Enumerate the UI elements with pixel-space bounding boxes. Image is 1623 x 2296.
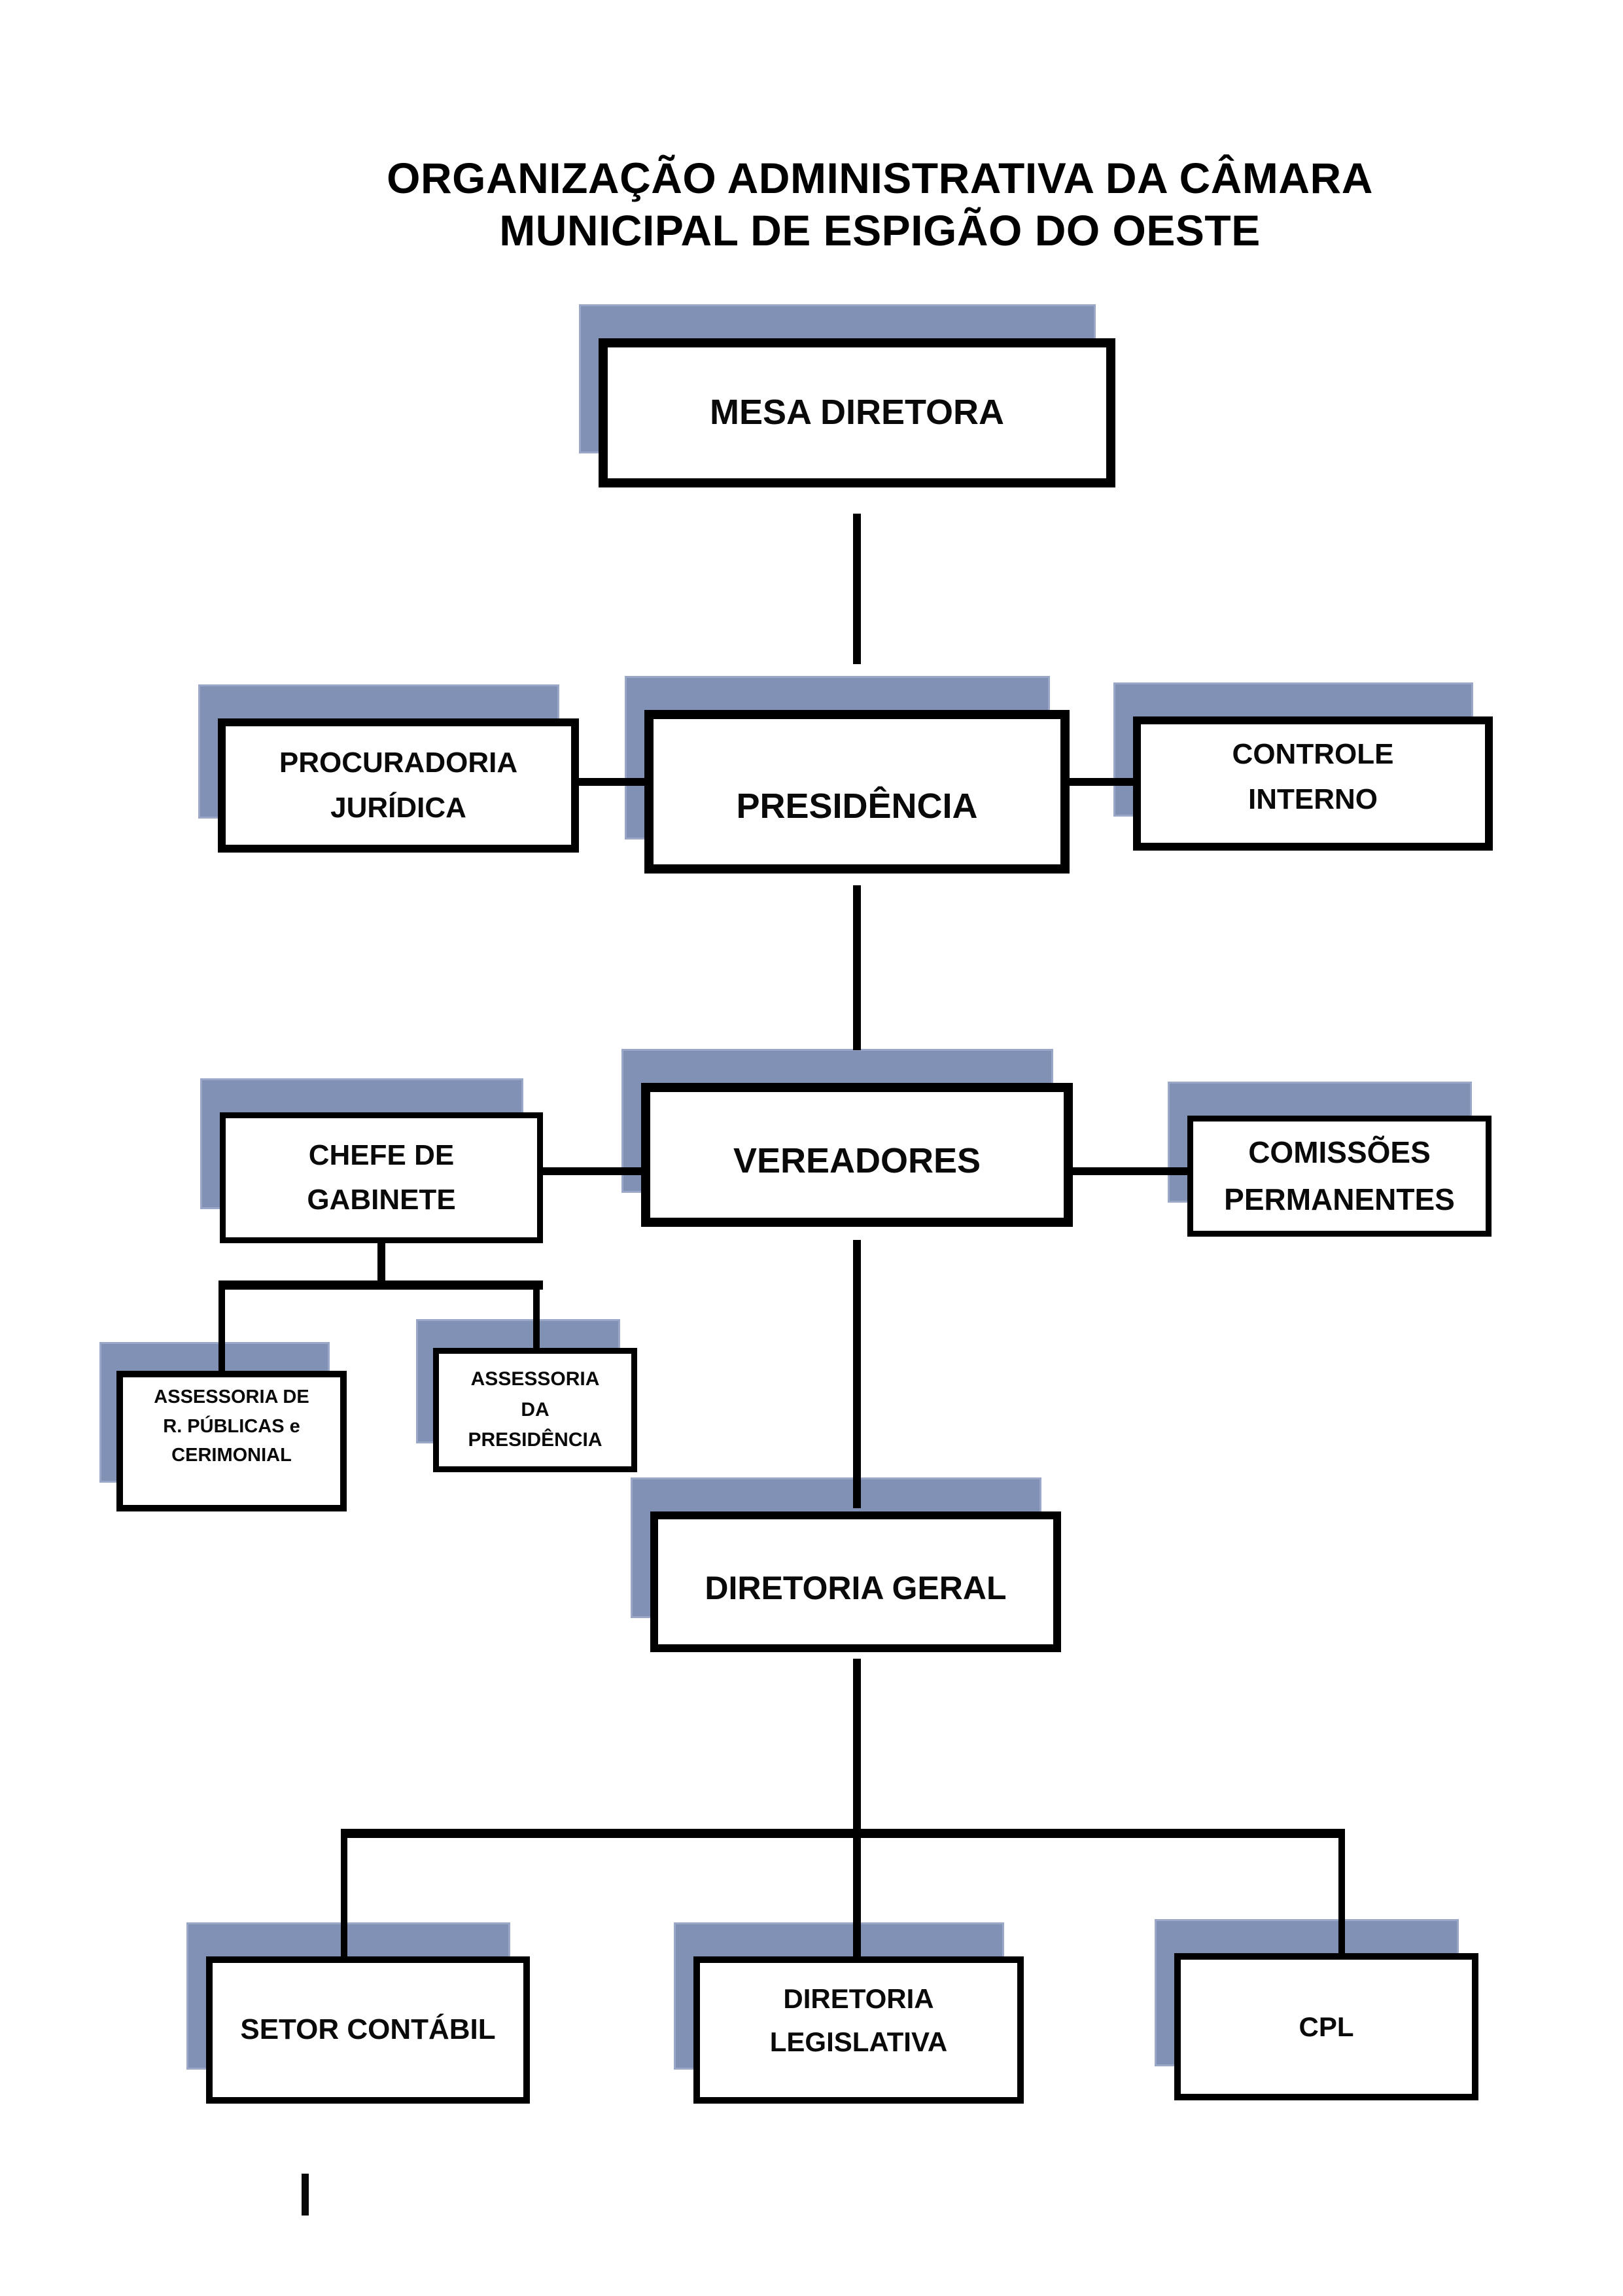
node-label: CONTROLE (1232, 738, 1394, 771)
node-box: ASSESSORIA DA PRESIDÊNCIA (433, 1348, 637, 1472)
node-label: CHEFE DE (308, 1139, 455, 1171)
node-assessoria-de-r-publicas-e-cerimonial: ASSESSORIA DE R. PÚBLICAS e CERIMONIAL (99, 1342, 347, 1511)
node-label: R. PÚBLICAS e (163, 1415, 300, 1437)
connector-procuradoria-presidencia (579, 778, 644, 786)
node-vereadores: VEREADORES (621, 1049, 1073, 1227)
node-label: DIRETORIA (783, 1983, 934, 2015)
node-label: JURÍDICA (330, 791, 466, 824)
node-label: LEGISLATIVA (769, 2026, 948, 2057)
node-label: CERIMONIAL (171, 1445, 292, 1466)
connector-bottom-split (341, 1829, 1345, 1838)
node-box: PROCURADORIA JURÍDICA (218, 718, 579, 853)
node-label: GABINETE (307, 1184, 456, 1216)
connector-presidencia-vereadores (853, 885, 861, 1050)
node-label: ASSESSORIA DE (154, 1386, 309, 1407)
node-diretoria-geral: DIRETORIA GERAL (631, 1477, 1061, 1652)
node-box: COMISSÕES PERMANENTES (1187, 1116, 1492, 1237)
node-label: MESA DIRETORA (709, 393, 1005, 433)
node-label: PERMANENTES (1224, 1182, 1455, 1216)
node-box: PRESIDÊNCIA (644, 710, 1070, 874)
node-box: ASSESSORIA DE R. PÚBLICAS e CERIMONIAL (116, 1371, 347, 1511)
node-box: SETOR CONTÁBIL (206, 1956, 530, 2104)
node-procuradoria-juridica: PROCURADORIA JURÍDICA (198, 684, 579, 853)
connector-drop-setor-contabil (341, 1829, 347, 1956)
connector-drop-cpl (1338, 1829, 1345, 1954)
node-label: DA (521, 1398, 550, 1421)
node-label: ASSESSORIA (470, 1368, 600, 1390)
node-box: MESA DIRETORA (599, 338, 1115, 487)
node-setor-contabil: SETOR CONTÁBIL (186, 1922, 530, 2104)
stray-mark (302, 2174, 309, 2216)
page-title-line-1: ORGANIZAÇÃO ADMINISTRATIVA DA CÂMARA (387, 154, 1373, 202)
node-box: CPL (1174, 1953, 1478, 2100)
node-chefe-de-gabinete: CHEFE DE GABINETE (200, 1078, 543, 1243)
node-label: PROCURADORIA (279, 747, 518, 779)
node-box: VEREADORES (641, 1083, 1073, 1227)
connector-vereadores-diretoria-geral (853, 1240, 861, 1508)
node-mesa-diretora: MESA DIRETORA (579, 304, 1115, 487)
connector-chefe-stem (377, 1243, 385, 1286)
node-box: DIRETORIA LEGISLATIVA (693, 1956, 1024, 2104)
node-box: CHEFE DE GABINETE (220, 1112, 543, 1243)
node-label: PRESIDÊNCIA (736, 786, 978, 826)
node-diretoria-legislativa: DIRETORIA LEGISLATIVA (674, 1922, 1024, 2104)
node-label: VEREADORES (733, 1141, 981, 1181)
node-label: CPL (1299, 2011, 1354, 2042)
node-presidencia: PRESIDÊNCIA (625, 676, 1070, 874)
node-box: DIRETORIA GERAL (650, 1511, 1061, 1652)
connector-vereadores-comissoes (1073, 1167, 1187, 1175)
node-label: SETOR CONTÁBIL (240, 2013, 496, 2046)
page-title-line-2: MUNICIPAL DE ESPIGÃO DO OESTE (499, 206, 1261, 255)
node-label: INTERNO (1248, 783, 1378, 815)
node-cpl: CPL (1155, 1919, 1478, 2100)
node-assessoria-da-presidencia: ASSESSORIA DA PRESIDÊNCIA (416, 1319, 637, 1472)
connector-chefe-vereadores (543, 1167, 641, 1175)
connector-mesa-presidencia (853, 514, 861, 664)
node-comissoes-permanentes: COMISSÕES PERMANENTES (1168, 1082, 1492, 1237)
connector-drop-assessoria-presidencia (533, 1280, 540, 1351)
connector-chefe-split (218, 1280, 543, 1290)
node-label: COMISSÕES (1248, 1135, 1431, 1170)
node-box: CONTROLE INTERNO (1133, 716, 1493, 851)
connector-presidencia-controle-interno (1070, 778, 1133, 786)
page-title: ORGANIZAÇÃO ADMINISTRATIVA DA CÂMARA MUN… (226, 152, 1534, 256)
node-label: DIRETORIA GERAL (705, 1569, 1007, 1606)
node-controle-interno: CONTROLE INTERNO (1113, 682, 1493, 851)
connector-diretoria-geral-stem (853, 1659, 861, 1956)
node-label: PRESIDÊNCIA (468, 1429, 602, 1451)
connector-drop-assessoria-rp (218, 1280, 225, 1372)
